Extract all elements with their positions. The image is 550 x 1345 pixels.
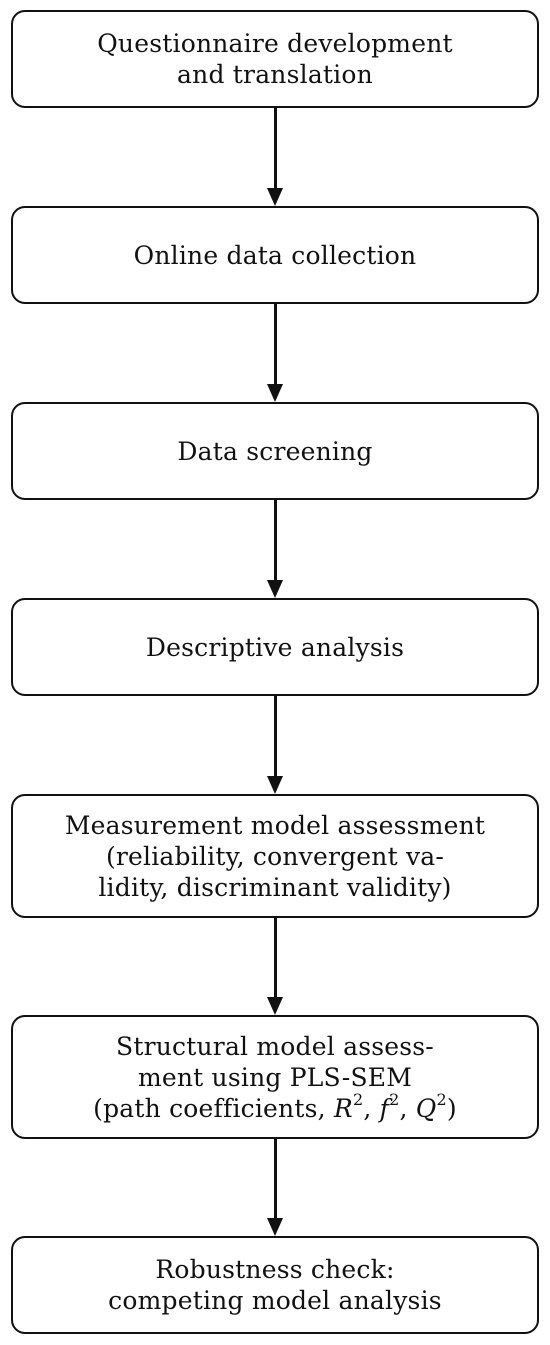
step-structural-model-line-1: Structural model assess- [116, 1031, 434, 1061]
step-data-screening-text: Data screening [177, 436, 372, 467]
step-measurement-model-line-2: (reliability, convergent va- [105, 841, 445, 871]
step-data-screening-box: Data screening [11, 402, 539, 500]
step-data-collection-box: Online data collection [11, 206, 539, 304]
step-structural-model-box: Structural model assess- ment using PLS-… [11, 1015, 539, 1139]
step-questionnaire-text: Questionnaire development and translatio… [97, 28, 453, 90]
step-questionnaire-box: Questionnaire development and translatio… [11, 10, 539, 108]
step-questionnaire-line-1: Questionnaire development [97, 29, 453, 58]
step-data-screening-line-1: Data screening [177, 436, 373, 466]
step-structural-model-text: Structural model assess- ment using PLS-… [93, 1031, 457, 1124]
step-data-collection-text: Online data collection [134, 240, 417, 271]
step-data-collection-line-1: Online data collection [133, 240, 417, 270]
step-measurement-model-text: Measurement model assessment (reliabilit… [65, 810, 485, 903]
step-structural-model-line-2: ment using PLS-SEM [137, 1062, 413, 1092]
step-descriptive-analysis-line-1: Descriptive analysis [145, 632, 405, 662]
step-descriptive-analysis-text: Descriptive analysis [146, 632, 404, 663]
step-robustness-check-line-2: competing model analysis [108, 1286, 442, 1315]
step-questionnaire-line-2: and translation [177, 60, 373, 89]
step-measurement-model-line-3: lidity, discriminant validity) [98, 872, 452, 902]
step-measurement-model-box: Measurement model assessment (reliabilit… [11, 794, 539, 918]
step-robustness-check-text: Robustness check: competing model analys… [108, 1254, 442, 1316]
step-robustness-check-line-1: Robustness check: [155, 1255, 395, 1284]
step-structural-model-metrics-line: (path coefficients, R2, f2, Q2) [93, 1090, 457, 1123]
step-descriptive-analysis-box: Descriptive analysis [11, 598, 539, 696]
step-robustness-check-box: Robustness check: competing model analys… [11, 1236, 539, 1334]
step-measurement-model-line-1: Measurement model assessment [64, 810, 486, 840]
